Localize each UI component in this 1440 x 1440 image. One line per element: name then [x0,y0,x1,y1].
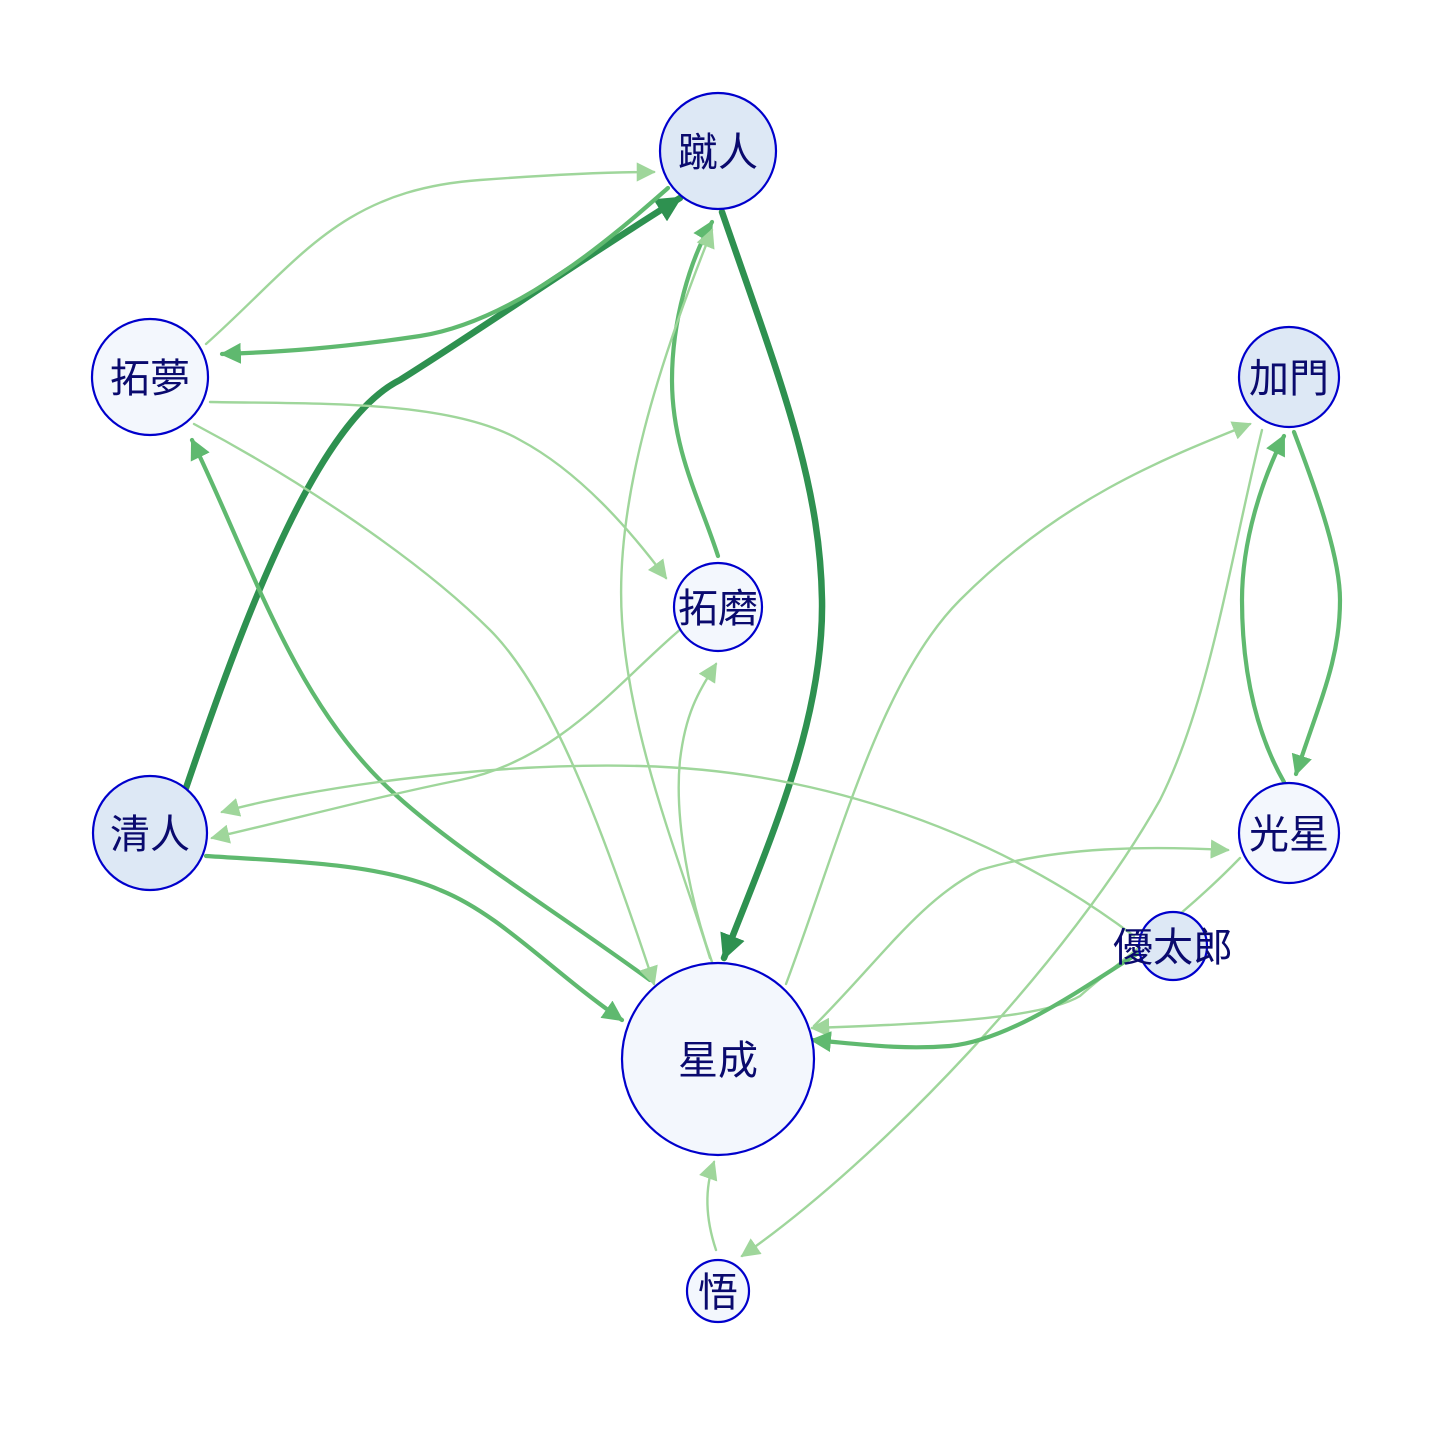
node-label: 蹴人 [678,130,758,176]
edge-seisei-kosei [812,839,1230,1028]
node-label: 清人 [110,812,190,858]
node-seisei[interactable]: 星成 [620,961,816,1157]
node-takuma[interactable]: 拓磨 [672,561,764,653]
node-kosei[interactable]: 光星 [1237,781,1341,885]
node-circle [90,317,210,437]
node-circle [685,1258,751,1324]
node-shuto[interactable]: 蹴人 [658,91,778,211]
edge-takumu-takuma [208,400,668,580]
edge-kamon-kosei [1291,429,1343,777]
node-label: 加門 [1249,356,1329,402]
edge-seisei-takumu [189,437,653,983]
node-kiyoto[interactable]: 清人 [91,774,209,892]
node-circle [1237,325,1341,429]
node-satoru[interactable]: 悟 [685,1258,751,1324]
node-yutaro[interactable]: 優太郎 [1113,910,1233,982]
nodes-layer: 蹴人 拓夢 加門 拓磨 清人 光星 優太郎 星成 [90,91,1341,1324]
edge-takumu-shuto [204,162,656,346]
edge-kiyoto-seisei [203,853,625,1023]
node-kamon[interactable]: 加門 [1237,325,1341,429]
node-label: 優太郎 [1113,925,1233,971]
edge-shuto-seisei [718,208,826,962]
node-label: 星成 [678,1038,758,1084]
edge-kamon-satoru [740,428,1264,1258]
edge-seisei-kamon [784,421,1252,986]
node-circle [620,961,816,1157]
node-label: 光星 [1249,812,1329,858]
node-label: 悟 [698,1270,738,1316]
node-circle [672,561,764,653]
edge-takumu-seisei [192,422,658,986]
edge-yutaro-seisei [809,949,1143,1053]
node-circle [1237,781,1341,885]
edge-satoru-seisei [699,1160,718,1252]
node-label: 拓夢 [110,356,190,402]
edge-kosei-kamon [1239,433,1287,785]
edge-seisei-takuma [677,662,718,964]
edge-takuma-shuto [669,219,721,559]
edges-layer [182,162,1343,1258]
node-label: 拓磨 [678,586,758,632]
edge-takuma-kiyoto [210,626,684,844]
node-takumu[interactable]: 拓夢 [90,317,210,437]
edge-yutaro-kiyoto [220,764,1136,938]
node-circle [658,91,778,211]
edge-shuto-takumu [219,185,671,364]
node-circle [1137,910,1209,982]
node-circle [91,774,209,892]
edge-seisei-shuto [619,228,715,960]
